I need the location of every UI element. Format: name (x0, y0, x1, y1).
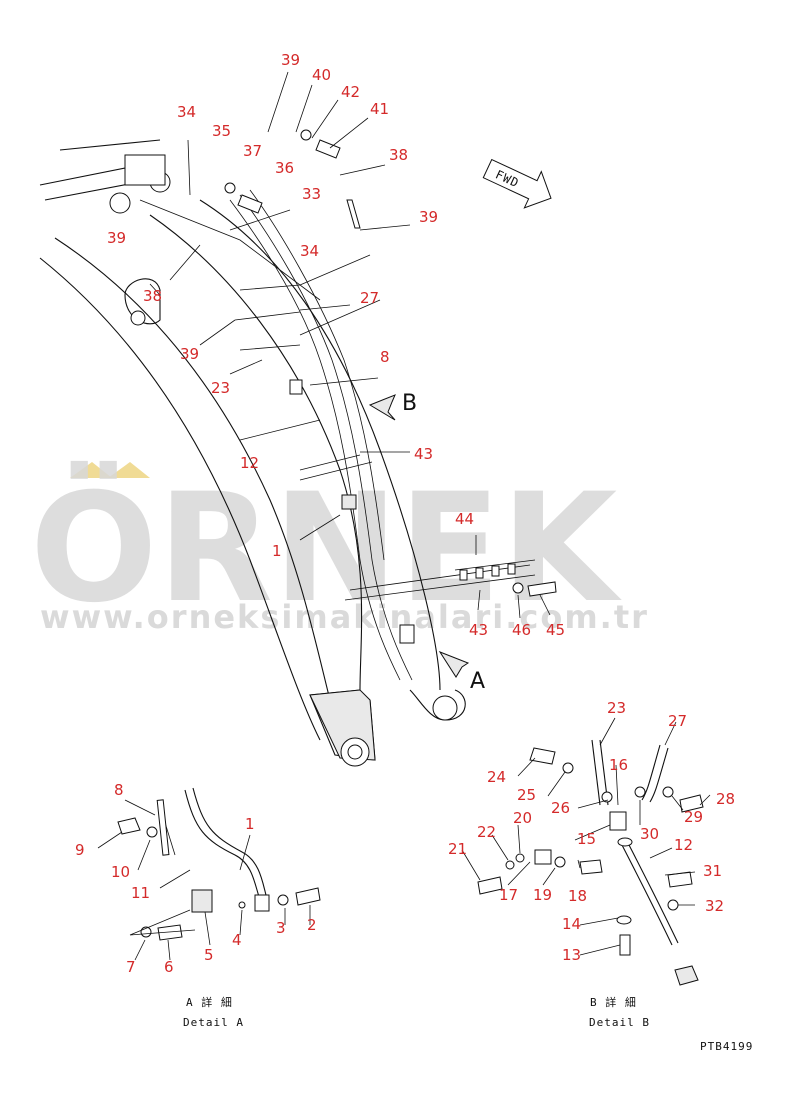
callout: 12 (674, 836, 693, 854)
callout: 13 (562, 946, 581, 964)
detail-a-caption: Detail A (183, 1016, 244, 1029)
view-marker-b: B (368, 391, 417, 421)
callout: 43 (414, 445, 433, 463)
watermark-url: www.orneksimakinalari.com.tr (40, 598, 649, 636)
callout: 27 (668, 712, 687, 730)
view-b-letter: B (402, 391, 417, 416)
callout: 34 (300, 242, 319, 260)
callout: 24 (487, 768, 506, 786)
detail-a-drawing (97, 787, 321, 961)
fwd-arrow: FWD (482, 158, 552, 209)
callout: 39 (419, 208, 438, 226)
callout: 28 (716, 790, 735, 808)
watermark: ÖRNEK www.orneksimakinalari.com.tr (30, 460, 649, 636)
callout: 10 (111, 863, 130, 881)
callout: 26 (551, 799, 570, 817)
callout: 8 (380, 348, 390, 366)
callout: 40 (312, 66, 331, 84)
callout: 34 (177, 103, 196, 121)
callout: 38 (389, 146, 408, 164)
callout: 25 (517, 786, 536, 804)
callout: 3 (276, 919, 286, 937)
callout: 7 (126, 958, 136, 976)
callout: 19 (533, 886, 552, 904)
callout: 39 (107, 229, 126, 247)
callout: 4 (232, 931, 242, 949)
detail-b-callouts: 23 27 16 24 25 26 30 29 28 20 22 15 12 2… (448, 699, 735, 964)
callout: 30 (640, 825, 659, 843)
callout: 45 (546, 621, 565, 639)
callout: 43 (469, 621, 488, 639)
callout: 32 (705, 897, 724, 915)
callout: 44 (455, 510, 474, 528)
callout: 46 (512, 621, 531, 639)
detail-a-callouts: 8 1 9 10 11 4 3 2 5 7 6 (75, 781, 317, 976)
callout: 39 (281, 51, 300, 69)
view-a-letter: A (470, 669, 485, 694)
detail-b-drawing (461, 717, 711, 986)
main-callouts: 39 40 42 41 38 34 35 37 36 33 39 39 34 3… (107, 51, 565, 639)
drawing-code: PTB4199 (700, 1040, 753, 1053)
callout: 12 (240, 454, 259, 472)
callout: 1 (272, 542, 282, 560)
boom-assembly (39, 71, 557, 767)
callout: 27 (360, 289, 379, 307)
callout: 14 (562, 915, 581, 933)
callout: 6 (164, 958, 174, 976)
callout: 31 (703, 862, 722, 880)
detail-b-caption-jp: B 詳 細 (590, 995, 637, 1009)
callout: 21 (448, 840, 467, 858)
callout: 37 (243, 142, 262, 160)
callout: 16 (609, 756, 628, 774)
detail-b-caption: Detail B (589, 1016, 650, 1029)
callout: 2 (307, 916, 317, 934)
callout: 23 (211, 379, 230, 397)
callout: 35 (212, 122, 231, 140)
callout: 41 (370, 100, 389, 118)
callout: 18 (568, 887, 587, 905)
detail-a-caption-jp: A 詳 細 (186, 995, 233, 1009)
callout: 39 (180, 345, 199, 363)
callout: 33 (302, 185, 321, 203)
callout: 38 (143, 287, 162, 305)
callout: 36 (275, 159, 294, 177)
callout: 20 (513, 809, 532, 827)
callout: 23 (607, 699, 626, 717)
callout: 15 (577, 830, 596, 848)
callout: 9 (75, 841, 85, 859)
watermark-brand: ÖRNEK (30, 460, 622, 636)
callout: 8 (114, 781, 124, 799)
callout: 22 (477, 823, 496, 841)
callout: 29 (684, 808, 703, 826)
callout: 17 (499, 886, 518, 904)
view-marker-a: A (438, 650, 485, 694)
callout: 5 (204, 946, 214, 964)
callout: 1 (245, 815, 255, 833)
callout: 42 (341, 83, 360, 101)
callout: 11 (131, 884, 150, 902)
